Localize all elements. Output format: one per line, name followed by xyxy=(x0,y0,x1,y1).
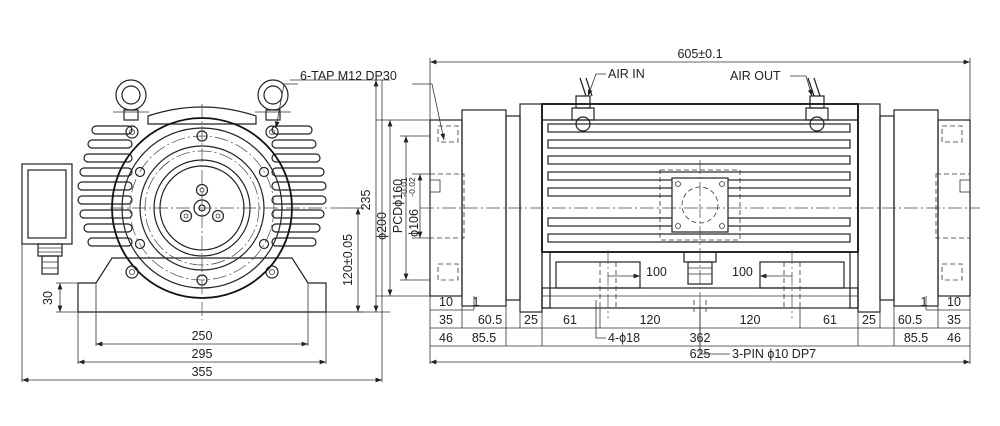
dim-60-5-left: 60.5 xyxy=(478,313,502,327)
air-in-label: AIR IN xyxy=(608,67,645,81)
dim-35-left: 35 xyxy=(439,313,453,327)
bottom-callouts: 4-ϕ18 3-PIN ϕ10 DP7 xyxy=(595,300,816,361)
air-out-fitting xyxy=(805,77,829,132)
base xyxy=(77,257,327,313)
holes-callout: 4-ϕ18 xyxy=(608,331,640,345)
dim-120: 120±0.05 xyxy=(341,234,355,286)
dim-85-5-right: 85.5 xyxy=(904,331,928,345)
dim-120-left: 120 xyxy=(640,313,661,327)
dim-phi106: ϕ106 xyxy=(407,209,421,237)
air-out-label: AIR OUT xyxy=(730,69,781,83)
dim-1-left: 1 xyxy=(473,295,480,309)
dim-phi200: ϕ200 xyxy=(375,212,389,240)
dim-355: 355 xyxy=(192,365,213,379)
dim-1-right: 1 xyxy=(921,295,928,309)
pin-callout: 3-PIN ϕ10 DP7 xyxy=(732,347,816,361)
dim-30: 30 xyxy=(41,291,55,305)
dim-120-right: 120 xyxy=(740,313,761,327)
dim-46-left: 46 xyxy=(439,331,453,345)
dim-25-right: 25 xyxy=(862,313,876,327)
dim-61-right: 61 xyxy=(823,313,837,327)
housing-bolts xyxy=(125,125,279,286)
side-view-vertical-dims: ϕ200 PCDϕ160 ϕ106 -0.01 -0.02 xyxy=(375,119,430,297)
dim-pcd160: PCDϕ160 xyxy=(391,179,405,233)
tol-lower: -0.02 xyxy=(407,177,417,197)
dim-25-left: 25 xyxy=(524,313,538,327)
dim-605: 605±0.1 xyxy=(677,47,722,61)
lifting-eye-right xyxy=(255,79,291,121)
cooling-fins-left xyxy=(77,125,133,247)
tap-callout-label: 6-TAP M12 DP30 xyxy=(300,69,397,83)
dim-85-5-left: 85.5 xyxy=(472,331,496,345)
dim-10-right: 10 xyxy=(947,295,961,309)
dim-10-left: 10 xyxy=(439,295,453,309)
bottom-dims: 10 1 1 10 35 60.5 25 61 120 120 61 25 60… xyxy=(429,295,971,365)
dim-100-right: 100 xyxy=(732,265,753,279)
dim-35-right: 35 xyxy=(947,313,961,327)
front-view xyxy=(21,79,340,320)
side-view xyxy=(420,77,980,320)
cooling-fins-right xyxy=(271,125,327,247)
rail-100-dims: 100 100 xyxy=(608,265,792,279)
dim-250: 250 xyxy=(192,329,213,343)
body-fins xyxy=(547,123,851,243)
dim-295: 295 xyxy=(192,347,213,361)
front-view-dimensions: 250 295 355 30 120±0.05 235 xyxy=(21,79,390,383)
dim-235: 235 xyxy=(359,190,373,211)
terminal-box xyxy=(21,163,73,275)
tap-callout: 6-TAP M12 DP30 xyxy=(274,69,446,141)
lifting-eye-left xyxy=(113,79,149,121)
tol-upper: -0.01 xyxy=(399,177,409,197)
dim-605-group: 605±0.1 xyxy=(429,47,971,120)
dim-46-right: 46 xyxy=(947,331,961,345)
dim-60-5-right: 60.5 xyxy=(898,313,922,327)
air-labels: AIR IN AIR OUT xyxy=(587,67,813,97)
dim-61-left: 61 xyxy=(563,313,577,327)
dim-100-left: 100 xyxy=(646,265,667,279)
